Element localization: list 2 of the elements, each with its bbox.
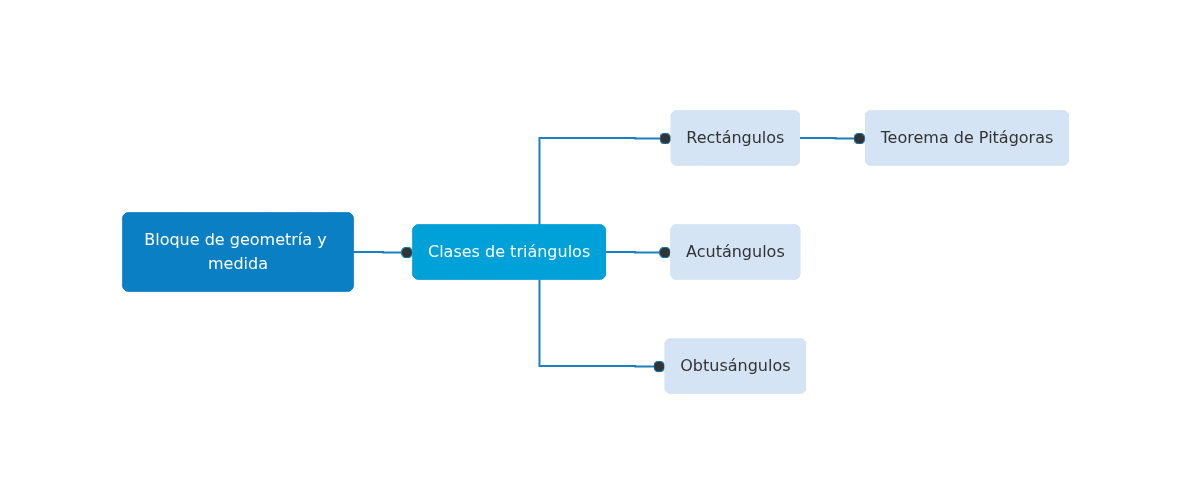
connector xyxy=(605,246,673,259)
connector xyxy=(352,246,415,259)
